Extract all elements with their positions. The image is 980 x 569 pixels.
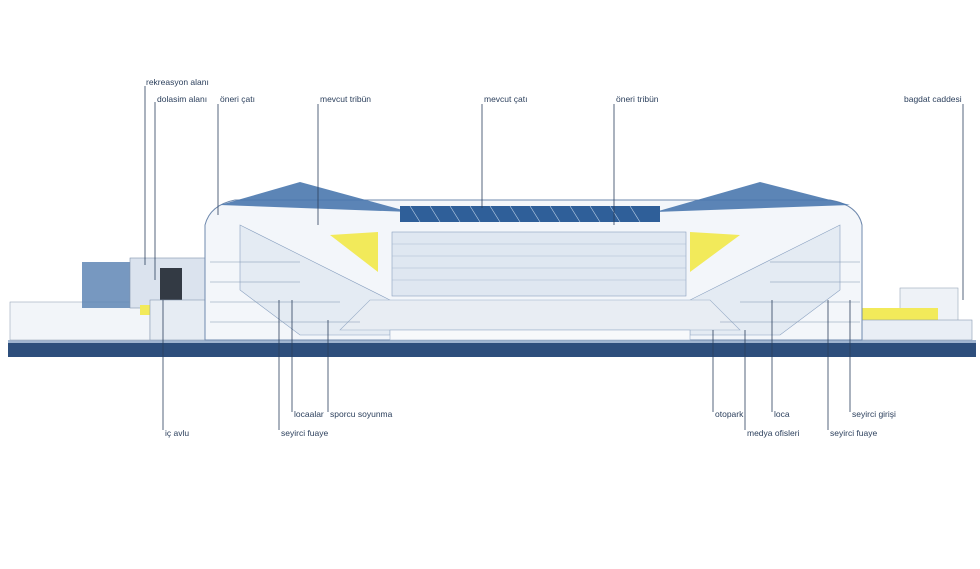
right-annex-buildings: [858, 287, 973, 341]
label-seyirci-girisi: seyirci girişi: [852, 409, 896, 419]
label-oneri-cati: öneri çatı: [220, 94, 255, 104]
label-otopark: otopark: [715, 409, 744, 419]
leader-lines-bottom: [162, 300, 851, 430]
label-seyirci-fuaye-left: seyirci fuaye: [281, 428, 329, 438]
label-rekreasyon-alani: rekreasyon alanı: [146, 77, 209, 87]
label-ic-avlu: iç avlu: [165, 428, 190, 438]
leader-lines-top: [144, 86, 964, 300]
ground-top: [8, 340, 976, 343]
stadium-envelope: [204, 182, 863, 341]
label-loca: loca: [774, 409, 790, 419]
label-sporcu-soyunma: sporcu soyunma: [330, 409, 393, 419]
label-mevcut-cati: mevcut çatı: [484, 94, 528, 104]
label-mevcut-tribun: mevcut tribün: [320, 94, 372, 104]
label-seyirci-fuaye-right: seyirci fuaye: [830, 428, 878, 438]
label-locaalar: locaalar: [294, 409, 324, 419]
label-bagdat-caddesi: bagdat caddesi: [904, 94, 962, 104]
ground-base: [8, 343, 976, 357]
label-dolasim-alani: dolasim alanı: [157, 94, 208, 104]
label-medya-ofisleri: medya ofisleri: [747, 428, 800, 438]
label-oneri-tribun: öneri tribün: [616, 94, 659, 104]
